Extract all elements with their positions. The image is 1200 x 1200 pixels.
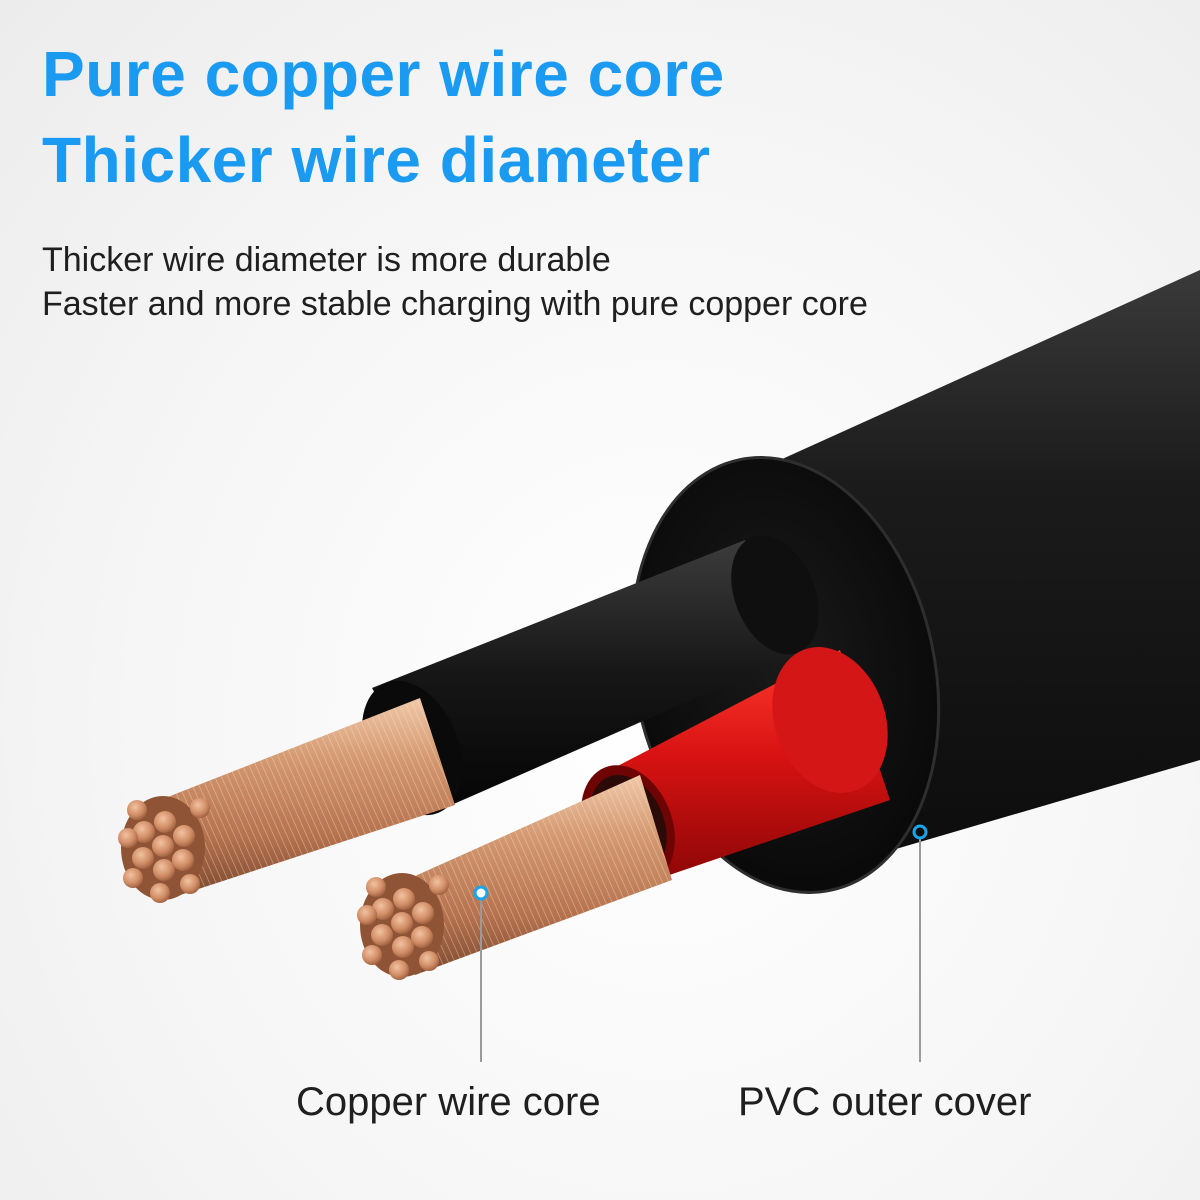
copper-strand-end-black-wire — [118, 796, 210, 903]
copper-strand-end-red-wire — [357, 873, 449, 980]
description-line-1: Thicker wire diameter is more durable — [42, 241, 611, 279]
description-line-2: Faster and more stable charging with pur… — [42, 285, 868, 323]
black-insulated-wire — [372, 540, 805, 810]
pvc-outer-cover-label: PVC outer cover — [738, 1080, 1032, 1124]
copper-wire-core-label: Copper wire core — [296, 1080, 601, 1124]
copper-callout-marker — [473, 885, 489, 901]
pvc-callout-marker — [912, 824, 928, 840]
headline-line-2: Thicker wire diameter — [42, 124, 711, 196]
headline-line-1: Pure copper wire core — [42, 38, 725, 110]
